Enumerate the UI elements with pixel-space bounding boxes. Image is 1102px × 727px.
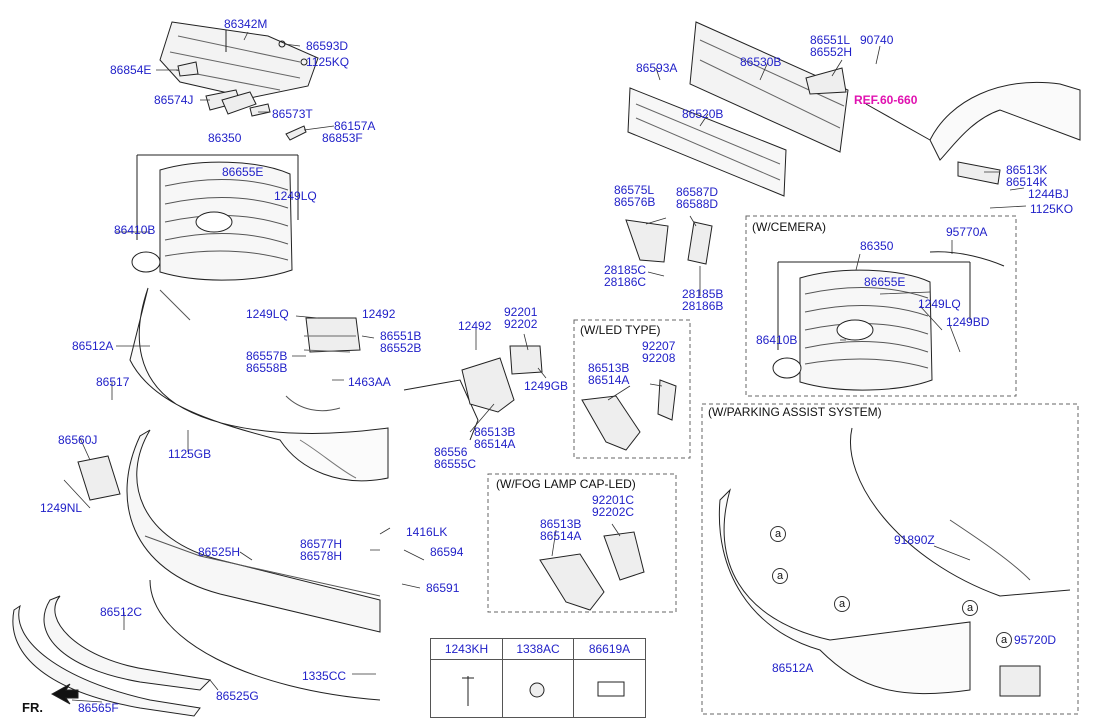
callout-a-1: a (770, 526, 786, 542)
label-led-92207: 92207 (642, 339, 676, 353)
label-86591: 86591 (426, 581, 460, 595)
label-86573T: 86573T (272, 107, 313, 121)
callout-a-5: a (996, 632, 1012, 648)
fastener-table: 1243KH 1338AC 86619A (430, 638, 646, 718)
label-86551B: 86551B (380, 329, 422, 343)
label-led-86514A: 86514A (588, 373, 630, 387)
label-86593A: 86593A (636, 61, 678, 75)
table-header-86619A: 86619A (574, 639, 645, 660)
label-95770A: 95770A (946, 225, 988, 239)
label-led-92208: 92208 (642, 351, 676, 365)
label-86578H: 86578H (300, 549, 343, 563)
label-91890Z: 91890Z (894, 533, 935, 547)
label-86157A: 86157A (334, 119, 376, 133)
label-1416LK: 1416LK (406, 525, 448, 539)
table-header-1243KH: 1243KH (431, 639, 502, 660)
fog-box-title: (W/FOG LAMP CAP-LED) (496, 477, 636, 491)
label-1249LQ-2: 1249LQ (246, 307, 289, 321)
callout-a-2: a (772, 568, 788, 584)
label-1125KO: 1125KO (1030, 202, 1074, 216)
label-86530B: 86530B (740, 55, 782, 69)
label-86525G: 86525G (216, 689, 259, 703)
label-86517: 86517 (96, 375, 130, 389)
label-86525H: 86525H (198, 545, 241, 559)
label-86853F: 86853F (322, 131, 363, 145)
ref-label[interactable]: REF.60-660 (854, 93, 918, 107)
label-86576B: 86576B (614, 195, 656, 209)
label-28186C: 28186C (604, 275, 647, 289)
label-86565F: 86565F (78, 701, 119, 715)
label-86558B: 86558B (246, 361, 288, 375)
table-divider (573, 639, 574, 717)
label-86551L: 86551L (810, 33, 851, 47)
label-86514K: 86514K (1006, 175, 1048, 189)
label-camera-86655E: 86655E (864, 275, 906, 289)
label-86587D: 86587D (676, 185, 719, 199)
label-camera-86410B: 86410B (756, 333, 798, 347)
label-camera-1249BD: 1249BD (946, 315, 990, 329)
label-86577H: 86577H (300, 537, 343, 551)
label-parking-86512A: 86512A (772, 661, 814, 675)
label-fog-86514A: 86514A (540, 529, 582, 543)
label-86513K: 86513K (1006, 163, 1048, 177)
label-86552H: 86552H (810, 45, 853, 59)
label-12492-2: 12492 (458, 319, 492, 333)
label-86520B: 86520B (682, 107, 724, 121)
callout-a-4: a (962, 600, 978, 616)
label-camera-86350: 86350 (860, 239, 894, 253)
label-1244BJ: 1244BJ (1028, 187, 1069, 201)
parking-box-title: (W/PARKING ASSIST SYSTEM) (708, 405, 882, 419)
callout-a-3: a (834, 596, 850, 612)
label-fog-92201C: 92201C (592, 493, 635, 507)
label-1463AA: 1463AA (348, 375, 391, 389)
led-box-title: (W/LED TYPE) (580, 323, 661, 337)
label-1249GB: 1249GB (524, 379, 569, 393)
label-92202: 92202 (504, 317, 538, 331)
table-header-1338AC: 1338AC (503, 639, 573, 660)
label-86512C: 86512C (100, 605, 143, 619)
label-86350: 86350 (208, 131, 242, 145)
label-led-86513B: 86513B (588, 361, 630, 375)
label-86588D: 86588D (676, 197, 719, 211)
label-fog-92202C: 92202C (592, 505, 635, 519)
label-86556: 86556 (434, 445, 468, 459)
label-86513B: 86513B (474, 425, 516, 439)
label-86593D: 86593D (306, 39, 349, 53)
label-86555C: 86555C (434, 457, 477, 471)
label-86557B: 86557B (246, 349, 288, 363)
label-90740: 90740 (860, 33, 894, 47)
label-28185B: 28185B (682, 287, 724, 301)
label-1249LQ: 1249LQ (274, 189, 317, 203)
label-1125GB: 1125GB (168, 447, 212, 461)
camera-box-title: (W/CEMERA) (752, 220, 826, 234)
label-1125KQ: 1125KQ (306, 55, 350, 69)
label-28186B: 28186B (682, 299, 724, 313)
table-divider (502, 639, 503, 717)
label-86514A: 86514A (474, 437, 516, 451)
label-92201: 92201 (504, 305, 538, 319)
label-28185C: 28185C (604, 263, 647, 277)
label-camera-1249LQ: 1249LQ (918, 297, 961, 311)
label-12492: 12492 (362, 307, 396, 321)
label-86854E: 86854E (110, 63, 152, 77)
front-direction-label: FR. (22, 700, 43, 715)
camera-box (745, 215, 1017, 397)
label-86594: 86594 (430, 545, 464, 559)
fog-box (487, 473, 677, 613)
label-86575L: 86575L (614, 183, 655, 197)
label-95720D: 95720D (1014, 633, 1057, 647)
led-box (573, 319, 691, 459)
label-86552B: 86552B (380, 341, 422, 355)
label-86512A: 86512A (72, 339, 114, 353)
label-86574J: 86574J (154, 93, 194, 107)
label-86342M: 86342M (224, 17, 268, 31)
label-1335CC: 1335CC (302, 669, 347, 683)
label-86410B: 86410B (114, 223, 156, 237)
label-1249NL: 1249NL (40, 501, 83, 515)
label-86655E: 86655E (222, 165, 264, 179)
label-86560J: 86560J (58, 433, 98, 447)
label-fog-86513B: 86513B (540, 517, 582, 531)
